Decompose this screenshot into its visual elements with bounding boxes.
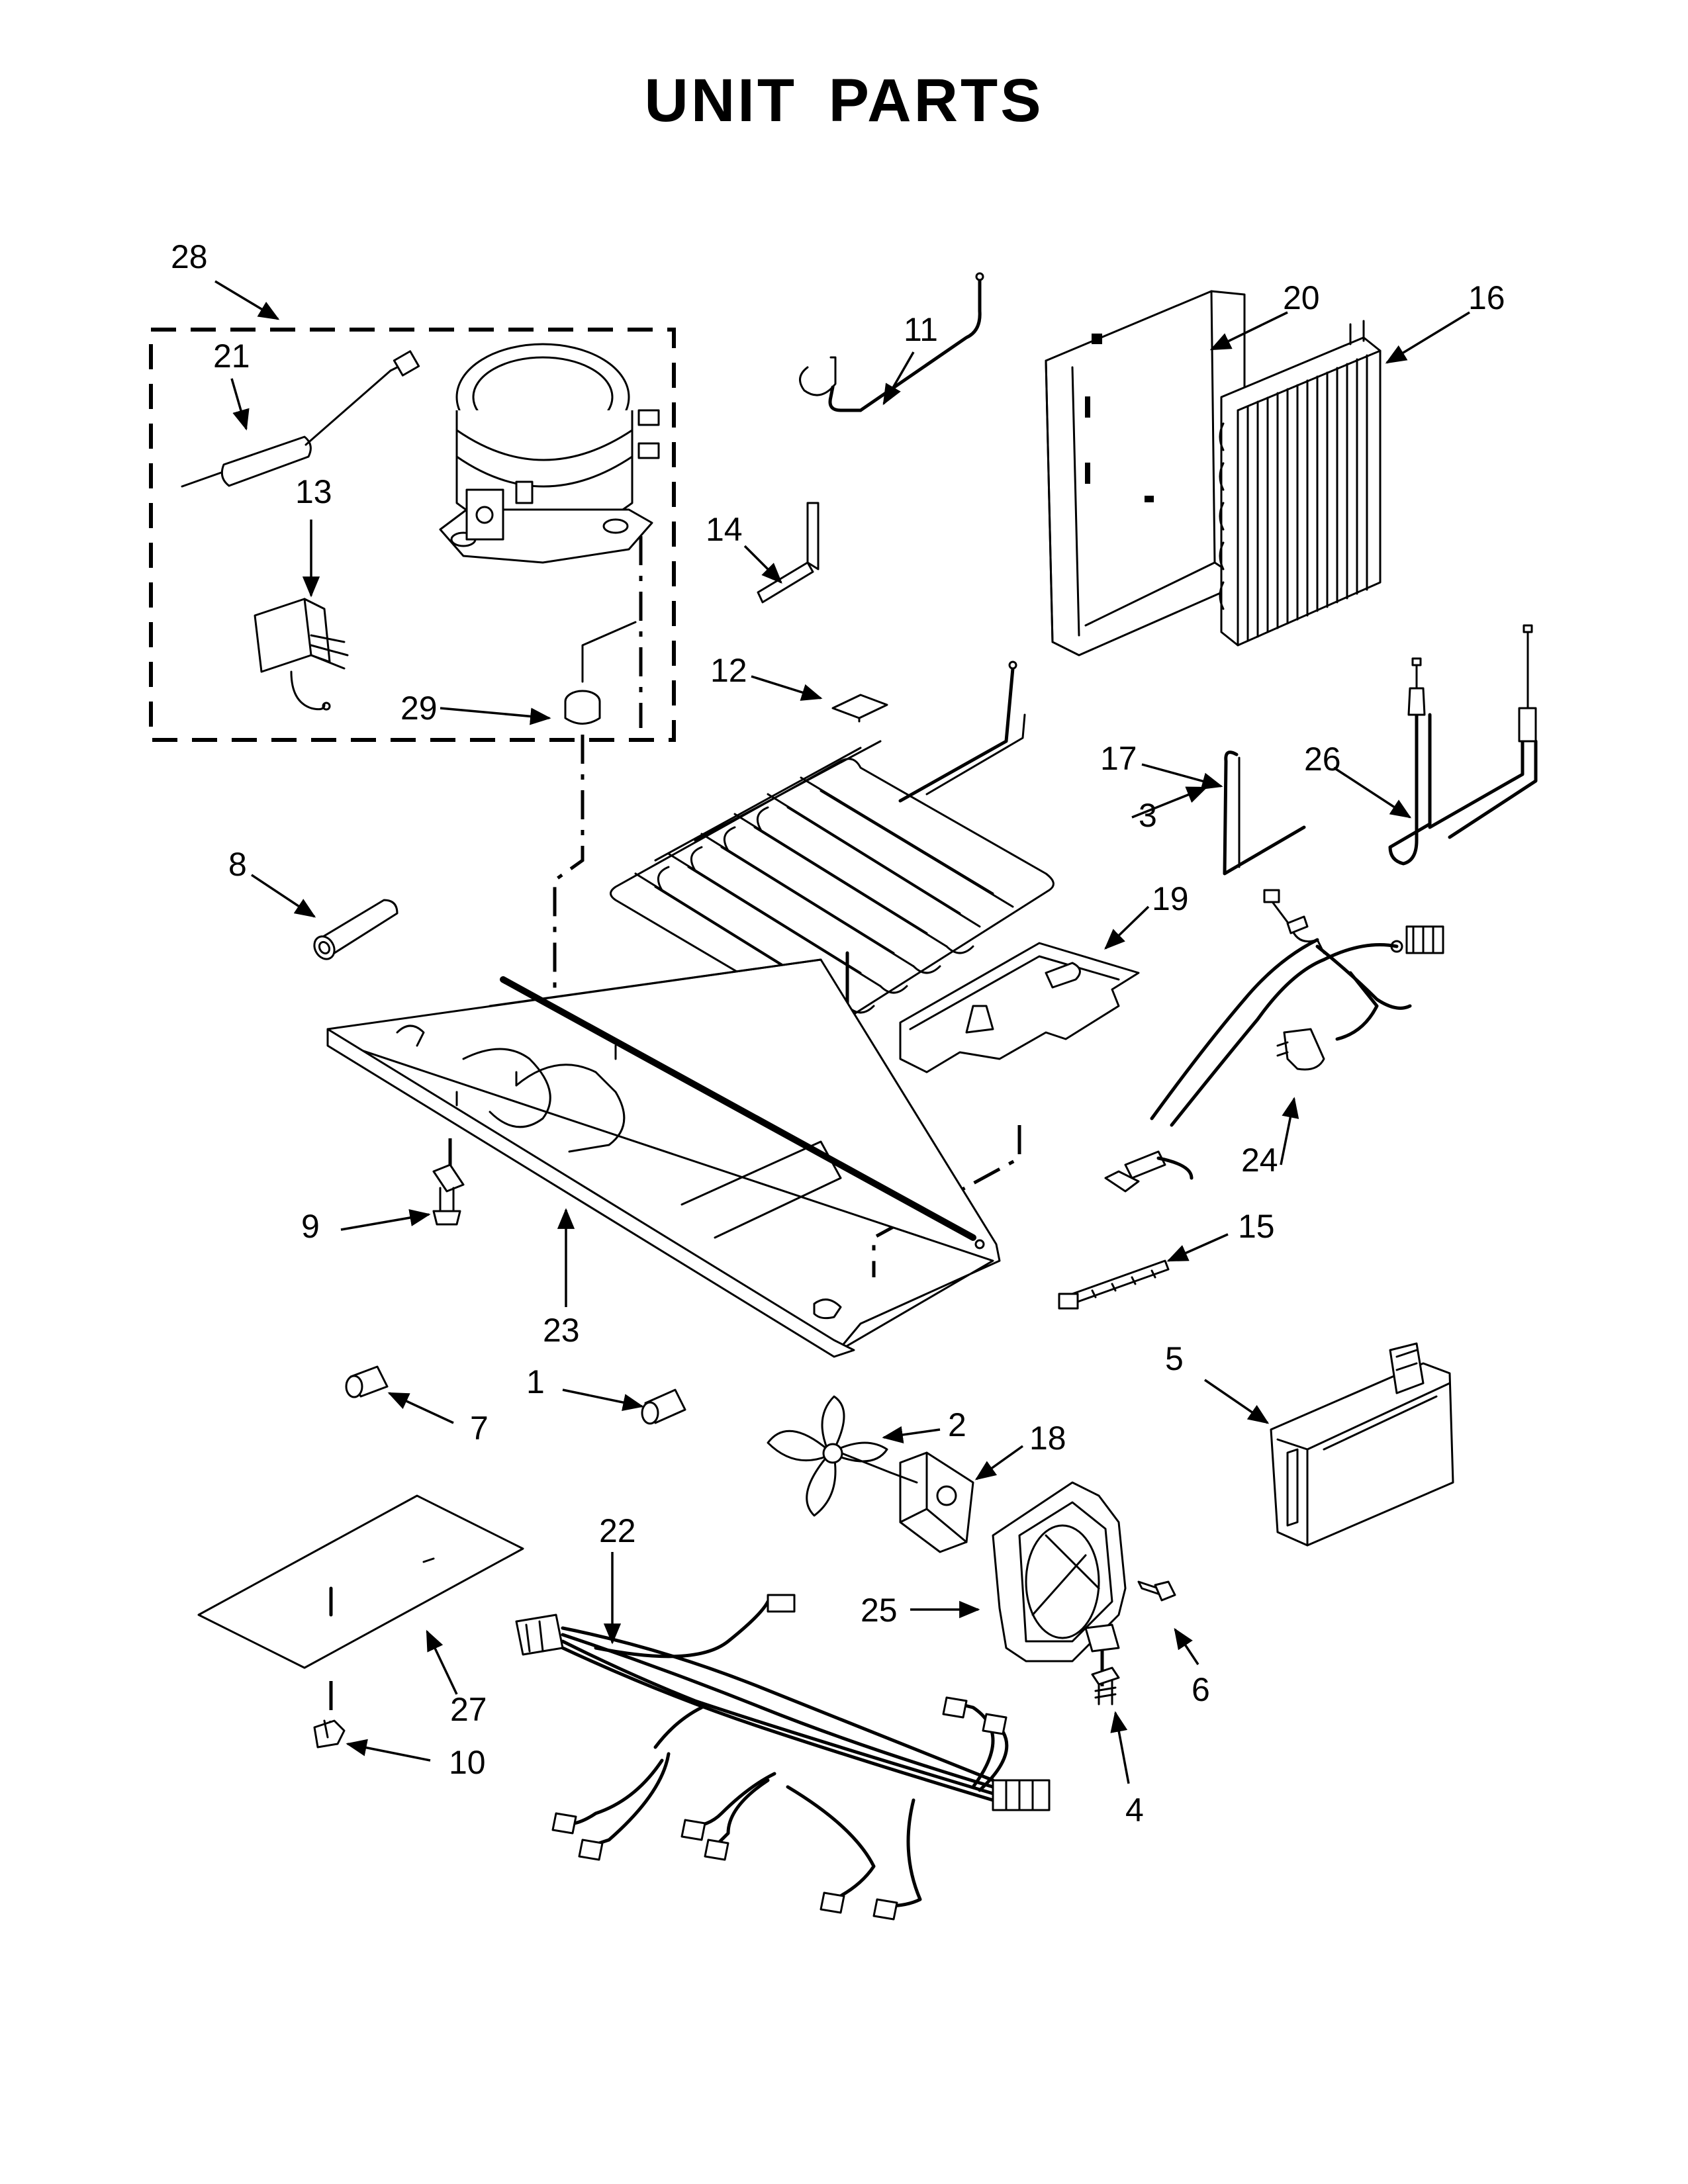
callout-28: 28: [171, 238, 208, 275]
callout-8: 8: [228, 846, 247, 883]
callout-15: 15: [1238, 1208, 1275, 1245]
callout-13: 13: [295, 473, 332, 510]
callout-3: 3: [1139, 797, 1157, 834]
part-fan-motor: [889, 1451, 974, 1553]
callout-9: 9: [301, 1208, 320, 1245]
callout-7: 7: [470, 1410, 489, 1447]
part-condenser-cover: [1045, 290, 1246, 657]
part-compressor: [439, 343, 660, 564]
callout-6: 6: [1192, 1671, 1210, 1708]
part-condenser-coil: [1219, 320, 1382, 647]
callout-2: 2: [948, 1406, 966, 1443]
callout-22: 22: [599, 1512, 636, 1549]
callout-20: 20: [1283, 279, 1320, 316]
part-base-plate: [326, 958, 1001, 1358]
callout-14: 14: [706, 511, 743, 548]
part-grommet: [564, 621, 637, 725]
part-tube-insulation: [313, 899, 399, 960]
callout-19: 19: [1152, 880, 1189, 917]
part-1: [641, 1388, 686, 1425]
part-start-relay: [254, 598, 349, 711]
part-control-box: [1270, 1342, 1454, 1547]
part-10: [313, 1719, 346, 1749]
part-fan-blade: [767, 1395, 892, 1517]
compressor-kit-boundary: [149, 328, 676, 742]
callout-17: 17: [1100, 740, 1137, 777]
callout-23: 23: [543, 1312, 580, 1349]
callout-1: 1: [526, 1363, 545, 1400]
callout-11: 11: [904, 311, 938, 348]
callout-10: 10: [449, 1744, 486, 1781]
part-clip: [831, 694, 888, 723]
callout-4: 4: [1125, 1792, 1144, 1829]
part-screw-4: [1091, 1666, 1120, 1706]
callout-25: 25: [861, 1592, 898, 1629]
part-fan-shroud: [992, 1481, 1127, 1662]
part-wire-harness: [515, 1594, 1051, 1921]
part-cable-tie: [1058, 1259, 1170, 1310]
part-capillary-tube: [799, 272, 984, 412]
callout-27: 27: [450, 1691, 487, 1728]
callout-12: 12: [710, 652, 747, 689]
part-evaporator-coil: [610, 660, 1055, 1026]
callout-21: 21: [213, 338, 250, 375]
part-7: [345, 1365, 389, 1398]
part-screw-6: [1137, 1580, 1176, 1602]
callout-18: 18: [1029, 1420, 1066, 1457]
part-tube-assembly: [1388, 624, 1538, 866]
part-drain-pan: [899, 942, 1140, 1073]
part-drier: [181, 350, 420, 488]
part-bracket: [1223, 751, 1306, 876]
guide-line: [553, 735, 585, 993]
callout-5: 5: [1165, 1340, 1184, 1377]
part-insulation-sheet: [197, 1494, 524, 1669]
callout-29: 29: [400, 690, 438, 727]
callout-26: 26: [1304, 741, 1341, 778]
callout-24: 24: [1241, 1142, 1278, 1179]
diagram-title: UNIT PARTS: [644, 67, 1044, 134]
part-power-cord-harness: [1104, 889, 1444, 1193]
part-tube: [757, 502, 820, 604]
callout-16: 16: [1468, 279, 1505, 316]
part-screw: [432, 1163, 465, 1226]
